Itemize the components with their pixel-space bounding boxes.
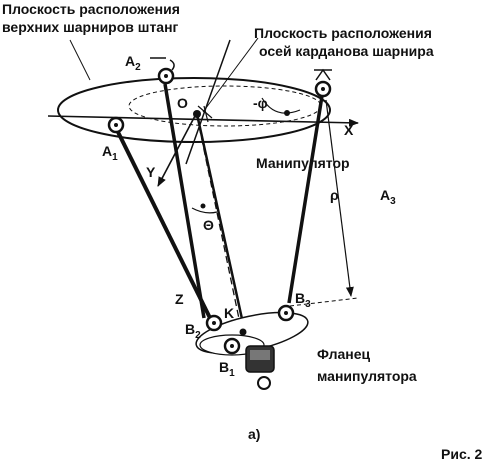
phi-arc bbox=[261, 97, 301, 114]
symbol-rho: ρ bbox=[330, 187, 339, 203]
label-a1: A bbox=[102, 143, 112, 159]
svg-text:B1: B1 bbox=[219, 359, 235, 379]
cardan-plane-label-1: Плоскость расположения bbox=[254, 25, 432, 41]
svg-text:Плоскость расположения: Плоскость расположения bbox=[2, 1, 180, 17]
manipulator-rod-lower bbox=[195, 113, 246, 329]
svg-text:B3: B3 bbox=[295, 290, 311, 310]
svg-text:осей карданова шарнира: осей карданова шарнира bbox=[259, 43, 434, 59]
svg-text:а): а) bbox=[248, 426, 260, 442]
gripper-detail bbox=[250, 350, 270, 360]
symbol-k: K bbox=[224, 305, 234, 321]
svg-text:Θ: Θ bbox=[203, 217, 214, 233]
svg-text:X: X bbox=[344, 122, 354, 138]
svg-text:манипулятора: манипулятора bbox=[317, 368, 417, 384]
cardan-support-icon bbox=[150, 57, 213, 123]
point-o bbox=[193, 110, 201, 118]
rod-a2-b2 bbox=[163, 83, 206, 319]
rho-extension bbox=[289, 297, 359, 307]
x-axis bbox=[47, 115, 359, 127]
label-a2-sub: 2 bbox=[135, 62, 141, 73]
joint-a1-icon bbox=[107, 116, 125, 134]
svg-text:Y: Y bbox=[146, 164, 156, 180]
flange-label-1: Фланец bbox=[317, 346, 371, 362]
gripper-tip bbox=[257, 376, 271, 390]
label-b3: B bbox=[295, 290, 305, 306]
upper-plane-label-2: верхних шарниров штанг bbox=[2, 19, 179, 35]
manipulator-label: Манипулятор bbox=[256, 155, 350, 171]
figure-label: Рис. 2 bbox=[441, 446, 483, 462]
svg-text:Манипулятор: Манипулятор bbox=[256, 155, 350, 171]
flange-label-2: манипулятора bbox=[317, 368, 417, 384]
symbol-y: Y bbox=[146, 164, 156, 180]
symbol-phi: -φ bbox=[253, 95, 268, 111]
svg-text:A2: A2 bbox=[125, 53, 141, 73]
theta-dot bbox=[200, 203, 206, 209]
label-b2-sub: 2 bbox=[195, 330, 201, 341]
svg-text:Плоскость расположения: Плоскость расположения bbox=[254, 25, 432, 41]
subfigure-label: а) bbox=[248, 426, 260, 442]
svg-text:A3: A3 bbox=[380, 187, 396, 207]
svg-text:A1: A1 bbox=[102, 143, 118, 163]
label-a3-sub: 3 bbox=[390, 196, 396, 207]
svg-text:ρ: ρ bbox=[330, 187, 339, 203]
symbol-o: O bbox=[177, 95, 188, 111]
svg-text:Z: Z bbox=[175, 291, 184, 307]
joint-a2-icon bbox=[157, 59, 175, 85]
upper-plane-label-leader bbox=[69, 39, 91, 81]
symbol-theta: Θ bbox=[203, 217, 214, 233]
label-b3-sub: 3 bbox=[305, 299, 311, 310]
label-b1-sub: 1 bbox=[229, 368, 235, 379]
svg-text:верхних шарниров штанг: верхних шарниров штанг bbox=[2, 19, 179, 35]
cardan-label-leader bbox=[202, 37, 259, 113]
symbol-z: Z bbox=[175, 291, 184, 307]
svg-text:Фланец: Фланец bbox=[317, 346, 371, 362]
label-a1-sub: 1 bbox=[112, 152, 118, 163]
theta-arc bbox=[191, 207, 218, 214]
joint-a3-icon bbox=[314, 68, 332, 98]
point-k bbox=[239, 328, 247, 336]
svg-text:O: O bbox=[177, 95, 188, 111]
upper-plane-label-1: Плоскость расположения bbox=[2, 1, 180, 17]
svg-text:K: K bbox=[224, 305, 234, 321]
rod-a3-b3 bbox=[287, 95, 324, 304]
joint-b1-icon bbox=[223, 337, 241, 355]
joint-b2-icon bbox=[205, 314, 223, 332]
label-b1: B bbox=[219, 359, 229, 375]
cardan-plane-label-2: осей карданова шарнира bbox=[259, 43, 434, 59]
rho-dimension bbox=[325, 99, 354, 297]
label-a3: A bbox=[380, 187, 390, 203]
svg-text:B2: B2 bbox=[185, 321, 201, 341]
phi-dot bbox=[284, 110, 290, 116]
upper-joint-plane-ellipse bbox=[57, 77, 331, 143]
svg-text:Рис. 2: Рис. 2 bbox=[441, 446, 483, 462]
svg-text:-φ: -φ bbox=[253, 95, 268, 111]
symbol-x: X bbox=[344, 122, 354, 138]
manipulator-rod bbox=[185, 39, 231, 165]
label-a2: A bbox=[125, 53, 135, 69]
label-b2: B bbox=[185, 321, 195, 337]
rod-a1-b2 bbox=[114, 127, 214, 323]
joint-b3-icon bbox=[277, 304, 295, 322]
